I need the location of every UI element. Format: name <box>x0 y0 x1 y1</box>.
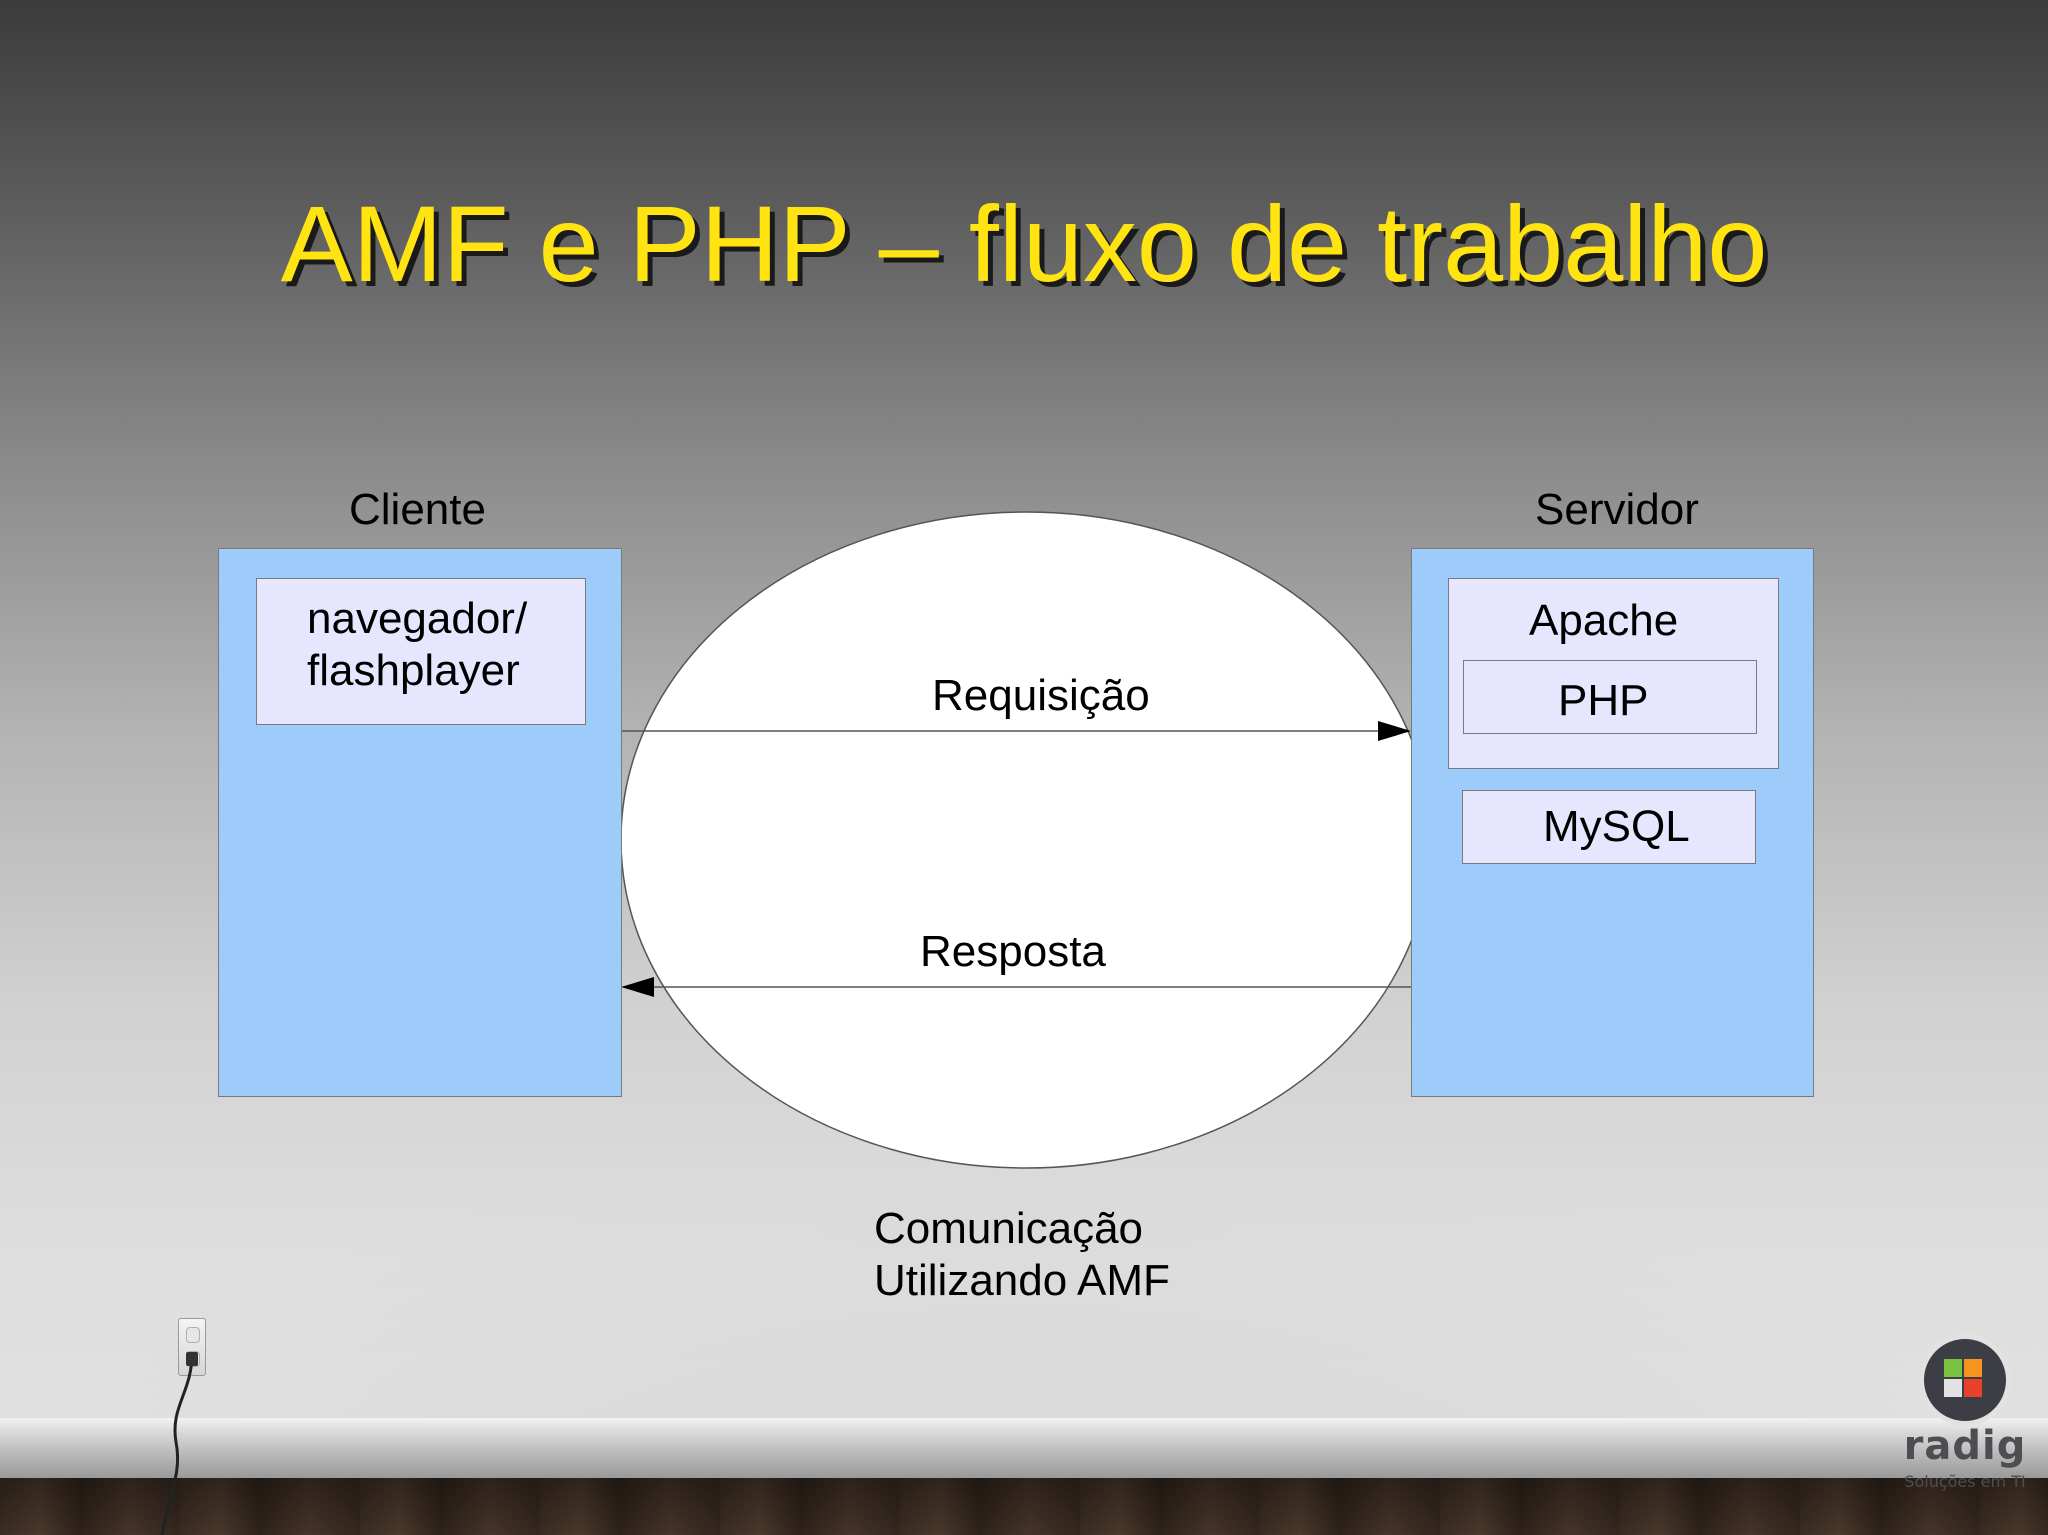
logo-emblem-icon <box>1919 1334 2011 1426</box>
logo-wordmark: radig <box>1903 1423 2027 1469</box>
request-label: Requisição <box>932 671 1150 720</box>
mysql-box: MySQL <box>1462 790 1756 864</box>
response-label: Resposta <box>920 927 1106 976</box>
client-panel: navegador/ flashplayer <box>218 548 622 1097</box>
php-box: PHP <box>1463 660 1757 734</box>
client-heading: Cliente <box>349 485 486 534</box>
caption-line-2: Utilizando AMF <box>874 1256 1170 1305</box>
response-arrow <box>621 977 1411 997</box>
amf-communication-ellipse <box>620 511 1432 1169</box>
slide-title: AMF e PHP – fluxo de trabalho <box>280 183 1768 304</box>
mysql-label: MySQL <box>1543 802 1690 851</box>
radig-logo: radig Soluções em TI <box>1895 1330 2035 1500</box>
logo-tagline: Soluções em TI <box>1904 1472 2026 1491</box>
browser-flashplayer-box: navegador/ flashplayer <box>256 578 586 725</box>
server-panel: Apache PHP MySQL <box>1411 548 1814 1097</box>
server-heading: Servidor <box>1535 485 1699 534</box>
browser-label: navegador/ <box>307 594 528 643</box>
apache-box: Apache PHP <box>1448 578 1779 769</box>
outlet-socket-top <box>186 1327 200 1343</box>
power-cord <box>160 1352 198 1535</box>
flashplayer-label: flashplayer <box>307 646 520 695</box>
caption-line-1: Comunicação <box>874 1204 1144 1253</box>
request-arrow <box>621 721 1411 741</box>
apache-label: Apache <box>1529 596 1679 645</box>
php-label: PHP <box>1558 676 1649 725</box>
wooden-floor <box>0 1478 2048 1535</box>
floor-shadow <box>0 1478 2048 1535</box>
baseboard <box>0 1418 2048 1478</box>
